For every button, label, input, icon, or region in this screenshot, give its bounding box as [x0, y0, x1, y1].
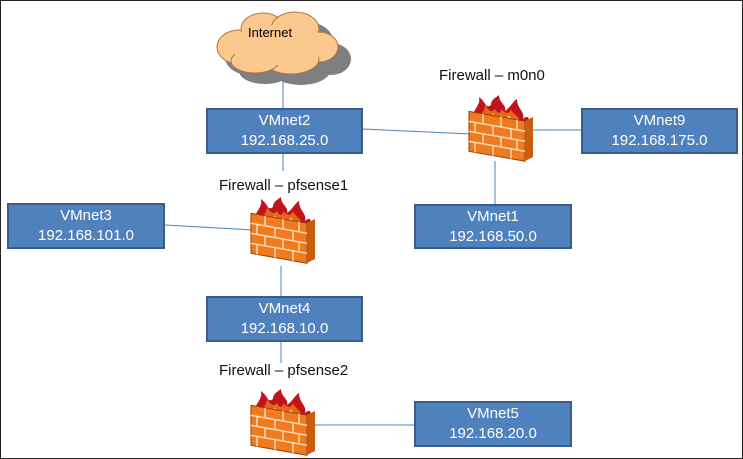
firewall-icon [250, 389, 315, 456]
network-subnet: 192.168.20.0 [449, 425, 537, 442]
firewall-icon [468, 95, 533, 162]
network-vmnet9: VMnet9 192.168.175.0 [581, 108, 738, 154]
network-subnet: 192.168.101.0 [38, 227, 134, 244]
network-name: VMnet9 [633, 112, 686, 129]
network-subnet: 192.168.25.0 [240, 132, 329, 149]
firewall-icon [250, 197, 315, 264]
network-name: VMnet2 [258, 112, 311, 129]
firewall-m0n0-label: Firewall – m0n0 [439, 67, 545, 84]
firewall-pfsense2-label: Firewall – pfsense2 [219, 362, 349, 379]
network-vmnet1: VMnet1 192.168.50.0 [414, 204, 572, 249]
network-vmnet5: VMnet5 192.168.20.0 [414, 401, 572, 447]
network-vmnet4: VMnet4 192.168.10.0 [206, 296, 363, 342]
network-subnet: 192.168.50.0 [449, 227, 537, 245]
network-name: VMnet4 [258, 300, 311, 317]
network-name: VMnet5 [467, 405, 519, 422]
network-name: VMnet3 [60, 207, 112, 224]
cloud-icon [216, 11, 351, 85]
network-vmnet3: VMnet3 192.168.101.0 [7, 203, 165, 249]
network-name: VMnet1 [467, 207, 519, 225]
firewall-pfsense1-label: Firewall – pfsense1 [219, 177, 349, 194]
link-vmnet3-pfsense1 [164, 224, 254, 231]
internet-label: Internet [248, 25, 293, 40]
network-subnet: 192.168.10.0 [240, 320, 329, 337]
network-subnet: 192.168.175.0 [611, 132, 708, 149]
link-vmnet2-m0n0 [362, 128, 472, 135]
network-vmnet2: VMnet2 192.168.25.0 [206, 108, 363, 154]
